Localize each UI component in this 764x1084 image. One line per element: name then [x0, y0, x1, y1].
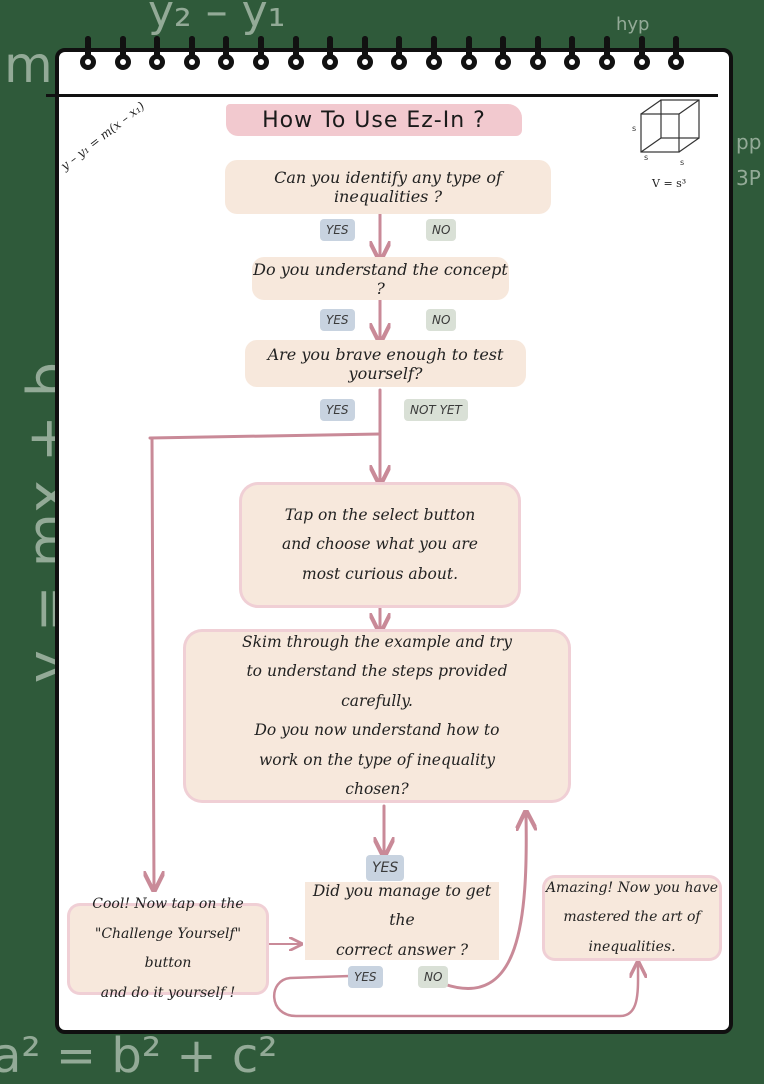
- chalk-formula-top: y₂ – y₁: [148, 0, 286, 37]
- question-understand-text: Do you understand the concept ?: [253, 259, 508, 298]
- example-line: Do you now understand how to: [254, 721, 500, 739]
- arrow-yes-to-amazing: [273, 964, 638, 1018]
- spiral-ring: [633, 36, 650, 76]
- page-title: How To Use Ez-In ?: [262, 107, 486, 133]
- challenge-line: "Challenge Yourself" button: [94, 925, 242, 972]
- example-line: work on the type of inequality: [258, 750, 496, 769]
- label-yes-q3: YES: [320, 399, 355, 421]
- question-correct-answer: Did you manage to get the correct answer…: [305, 882, 499, 960]
- challenge-line: Cool! Now tap on the: [92, 896, 244, 912]
- amazing-line: Amazing! Now you have: [545, 879, 719, 896]
- question-brave-text: Are you brave enough to test yourself?: [267, 344, 504, 383]
- spiral-ring: [287, 36, 304, 76]
- label-yes-q1: YES: [320, 219, 355, 241]
- spiral-ring: [460, 36, 477, 76]
- question-brave-enough: Are you brave enough to test yourself?: [245, 340, 526, 387]
- arrow-no-back-to-example: [442, 814, 526, 991]
- amazing-line: mastered the art of: [563, 909, 701, 926]
- chalk-right-2: 3P: [736, 166, 761, 190]
- label-no-q2: NO: [426, 309, 457, 331]
- branch-line: [148, 432, 382, 440]
- spiral-ring: [322, 36, 339, 76]
- title-highlight: How To Use Ez-In ?: [226, 104, 522, 136]
- spiral-ring: [356, 36, 373, 76]
- step-tap-select-button: Tap on the select button and choose what…: [242, 485, 518, 605]
- spiral-ring: [114, 36, 131, 76]
- step-challenge-yourself: Cool! Now tap on the "Challenge Yourself…: [70, 896, 266, 1001]
- manage-line: correct answer ?: [335, 940, 469, 959]
- spiral-ring: [495, 36, 512, 76]
- spiral-ring: [529, 36, 546, 76]
- spiral-ring: [80, 36, 96, 76]
- label-yes-q2: YES: [320, 309, 355, 331]
- chalk-pythagorean: a² = b² + c²: [0, 1028, 278, 1084]
- spiral-ring: [599, 36, 615, 76]
- spiral-ring: [253, 36, 269, 76]
- select-line: and choose what you are: [282, 535, 478, 554]
- spiral-ring: [391, 36, 408, 76]
- amazing-line: inequalities.: [588, 938, 676, 955]
- spiral-ring: [564, 36, 581, 76]
- example-line: carefully.: [341, 691, 413, 710]
- step-skim-example: Skim through the example and try to unde…: [186, 632, 568, 800]
- label-yes-example: YES: [366, 855, 405, 881]
- result-mastered: Amazing! Now you have mastered the art o…: [545, 878, 719, 958]
- example-line: chosen?: [345, 780, 409, 798]
- chalk-hyp: hyp: [616, 14, 650, 35]
- spiral-ring: [218, 36, 235, 76]
- spiral-ring: [149, 36, 166, 76]
- spiral-ring: [426, 36, 442, 76]
- question-identify-inequalities: Can you identify any type of inequalitie…: [225, 160, 551, 214]
- manage-line: Did you manage to get the: [312, 881, 492, 930]
- chalk-right-1: pp: [736, 130, 762, 154]
- select-line: most curious about.: [302, 564, 458, 583]
- spiral-ring: [183, 36, 200, 76]
- cube-volume-formula: V = s³: [652, 177, 687, 190]
- question-understand-concept: Do you understand the concept ?: [252, 257, 509, 300]
- label-yes-manage: YES: [348, 966, 383, 988]
- question-identify-text: Can you identify any type of inequalitie…: [274, 168, 502, 206]
- challenge-line: and do it yourself !: [100, 984, 236, 1001]
- label-not-yet-q3: NOT YET: [404, 399, 468, 421]
- select-line: Tap on the select button: [284, 505, 476, 524]
- example-line: Skim through the example and try: [242, 632, 512, 651]
- label-no-manage: NO: [418, 966, 449, 988]
- example-line: to understand the steps provided: [246, 662, 508, 680]
- page-top-rule: [46, 94, 718, 97]
- label-no-q1: NO: [426, 219, 457, 241]
- arrow-to-challenge: [152, 436, 154, 888]
- spiral-ring: [668, 36, 685, 76]
- chalk-formula-m: m: [4, 36, 53, 94]
